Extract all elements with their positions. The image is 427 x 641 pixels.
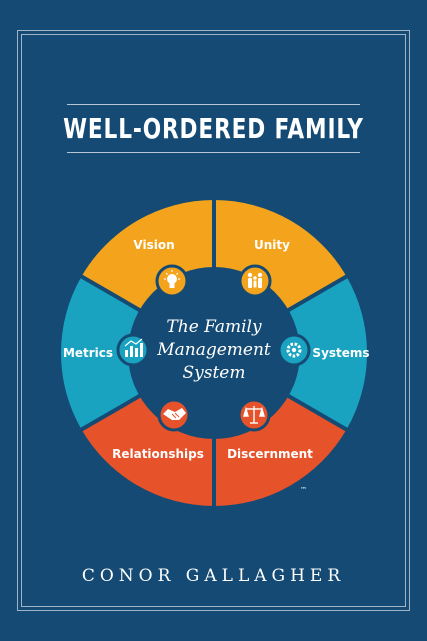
lightbulb-icon <box>155 264 189 298</box>
handshake-icon <box>157 398 191 432</box>
center-line-3: System <box>183 363 246 383</box>
trademark-mark: ™ <box>300 486 307 494</box>
label-vision: Vision <box>133 238 174 252</box>
label-metrics: Metrics <box>63 346 113 360</box>
center-line-1: The Family <box>166 317 262 337</box>
inner-border <box>21 34 406 607</box>
bar-chart-icon <box>116 333 150 367</box>
gear-icon <box>277 333 311 367</box>
label-relationships: Relationships <box>112 447 204 461</box>
center-hub <box>128 267 300 439</box>
title-rule-bottom <box>67 152 360 153</box>
outer-border <box>17 30 410 611</box>
center-line-2: Management <box>156 340 271 360</box>
label-unity: Unity <box>254 238 290 252</box>
label-discernment: Discernment <box>227 447 313 461</box>
title-rule-top <box>67 104 360 105</box>
family-icon <box>238 264 272 298</box>
label-systems: Systems <box>312 346 369 360</box>
book-title: WELL-ORDERED FAMILY <box>63 112 364 145</box>
author-name: CONOR GALLAGHER <box>81 566 346 586</box>
scales-icon <box>237 398 271 432</box>
